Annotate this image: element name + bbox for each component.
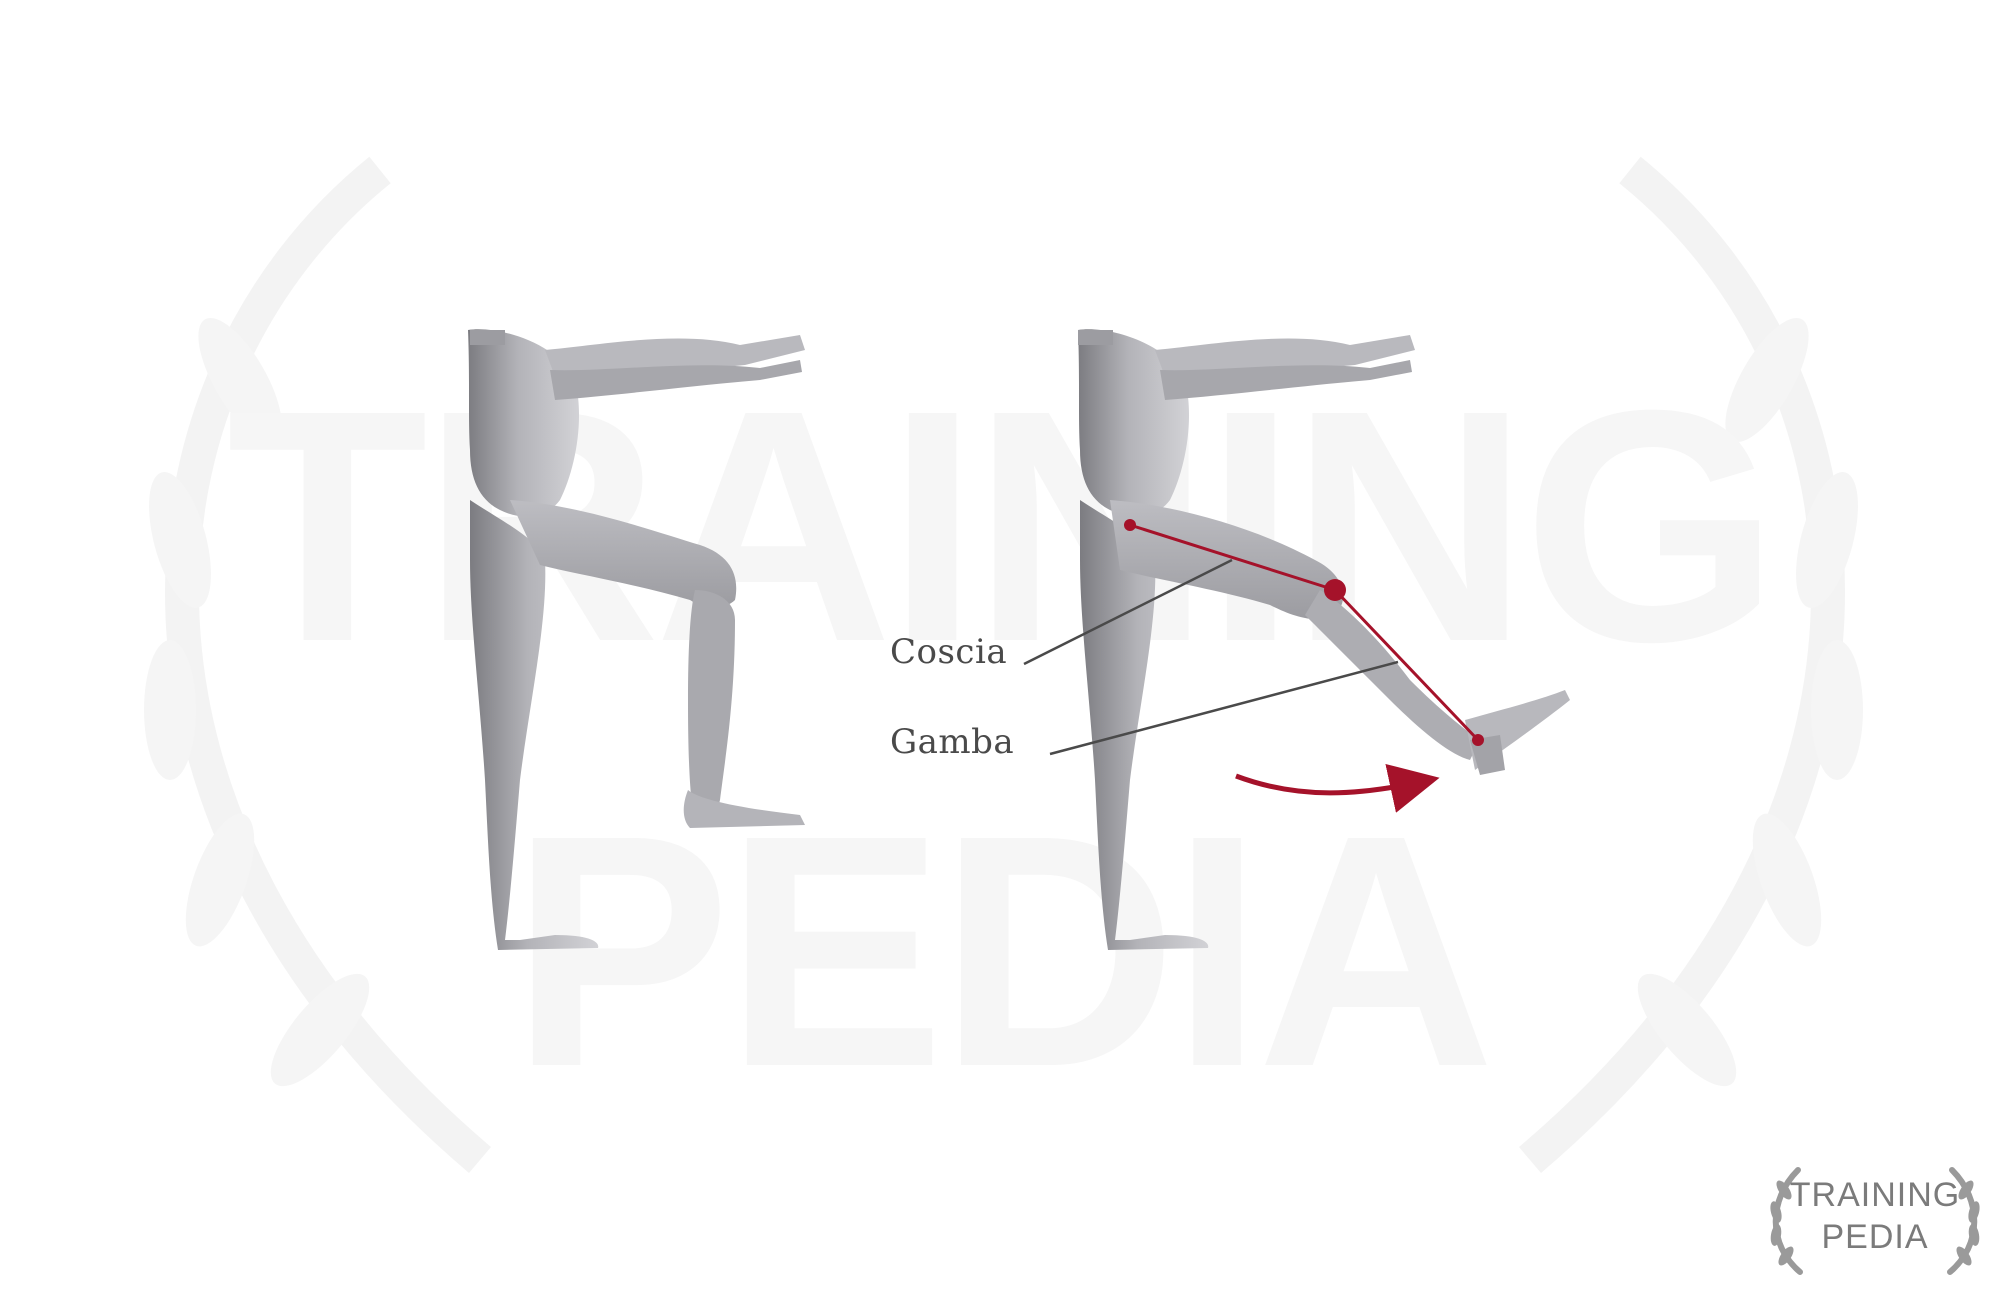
curved-arrow-right-icon [1235, 763, 1440, 813]
knee-joint-dot [1324, 579, 1346, 601]
label-gamba: Gamba [890, 722, 1015, 762]
figure-right [1078, 329, 1570, 950]
gamba-leader-line [1049, 660, 1399, 756]
label-coscia: Coscia [890, 632, 1008, 672]
watermark-line2: PEDIA [511, 766, 1490, 1135]
logo-line1: TRAINING [1789, 1176, 1961, 1214]
logo-line2: PEDIA [1821, 1218, 1929, 1256]
hip-joint-dot [1124, 519, 1136, 531]
shin-segment [1333, 588, 1480, 742]
ankle-joint-dot [1472, 734, 1484, 746]
laurel-wreath-icon [1770, 1167, 1980, 1275]
thigh-segment [1129, 523, 1336, 592]
figure-left [468, 329, 805, 950]
joint-segments [1124, 519, 1484, 746]
coscia-leader-line [1023, 558, 1233, 666]
brand-logo: TRAINING PEDIA [1760, 1160, 1990, 1280]
